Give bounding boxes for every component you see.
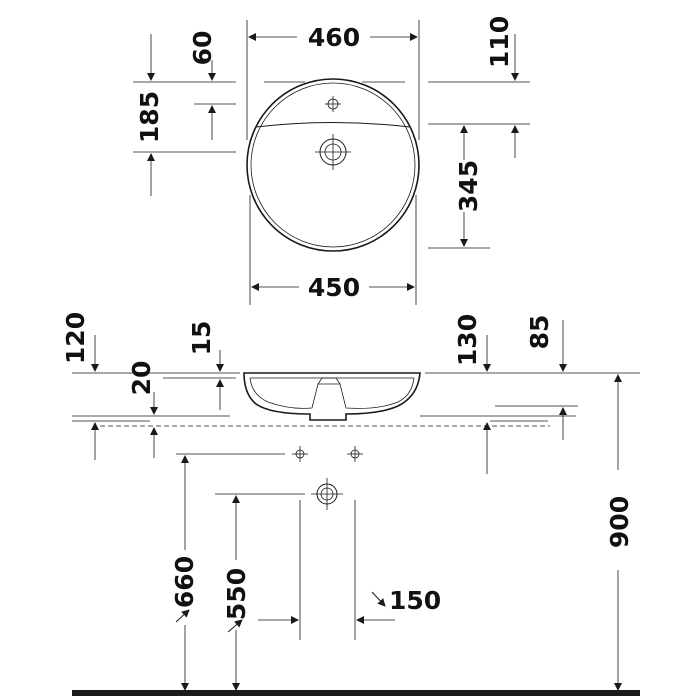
dim-60-label: 60: [188, 31, 217, 66]
basin-inner-top: [250, 82, 416, 248]
basin-shelf-line: [255, 122, 411, 128]
dim-150-label: 150: [389, 586, 441, 615]
water-supply-symbol-right: [347, 446, 363, 462]
drain-hole-symbol: [315, 134, 351, 170]
dim-15-label: 15: [187, 321, 216, 356]
dim-550-label: 550: [222, 568, 251, 620]
dim-85-label: 85: [525, 315, 554, 350]
basin-outline-top: [246, 78, 420, 252]
dim-150-pointer: [371, 591, 386, 607]
dim-460-label: 460: [308, 23, 360, 52]
tap-hole-symbol: [325, 96, 341, 112]
basin-inner-side: [249, 377, 415, 409]
basin-profile-side: [243, 372, 421, 421]
dim-660-label: 660: [170, 556, 199, 608]
dim-345-label: 345: [454, 160, 483, 212]
dim-660-pointer: [175, 609, 190, 623]
dim-20-label: 20: [127, 361, 156, 396]
dim-120-label: 120: [61, 312, 90, 364]
dim-130-label: 130: [453, 314, 482, 366]
waste-outlet-symbol: [311, 478, 343, 510]
dim-900-label: 900: [605, 496, 634, 548]
top-view: 460 450 60 185 110 345: [133, 16, 530, 305]
floor-line: [72, 690, 640, 696]
overflow-shape: [317, 377, 341, 385]
dim-110-label: 110: [485, 16, 514, 68]
dim-550-pointer: [227, 619, 243, 633]
dim-450-label: 450: [308, 273, 360, 302]
water-supply-symbol-left: [292, 446, 308, 462]
dim-185-label: 185: [135, 91, 164, 143]
side-view: 120 20 15 130 85 900: [61, 312, 640, 696]
